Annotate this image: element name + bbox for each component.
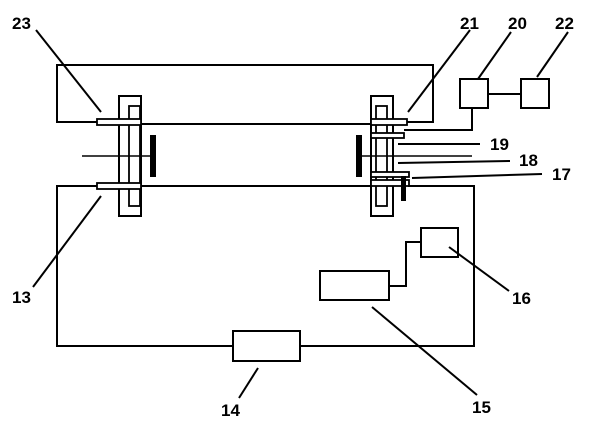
leader-20 <box>477 31 512 80</box>
left-flange <box>82 95 156 217</box>
label-16: 16 <box>512 289 531 308</box>
right-rod-18a <box>370 171 410 178</box>
box-22 <box>520 78 550 109</box>
wire-15-16 <box>389 241 421 287</box>
leader-16 <box>448 246 510 292</box>
leader-21 <box>407 29 471 113</box>
label-18: 18 <box>519 151 538 170</box>
label-19: 19 <box>490 135 509 154</box>
label-21: 21 <box>460 14 479 33</box>
leader-15 <box>371 306 478 396</box>
label-20: 20 <box>508 14 527 33</box>
leader-18 <box>397 160 511 164</box>
wire-20-to-19 <box>404 108 473 131</box>
left-electrode-plate <box>150 135 156 177</box>
leader-13 <box>32 195 102 288</box>
right-rod-18b <box>370 179 410 187</box>
box-14 <box>232 330 301 362</box>
right-flange <box>356 95 472 217</box>
right-rod-19 <box>370 132 405 139</box>
leader-23 <box>35 29 102 113</box>
lower-wire-loop <box>56 185 233 347</box>
label-14: 14 <box>221 401 240 420</box>
leader-17 <box>411 173 543 179</box>
leader-22 <box>536 31 569 78</box>
box-16 <box>420 227 459 258</box>
right-top-rod <box>370 118 408 126</box>
label-22: 22 <box>555 14 574 33</box>
right-probe-17 <box>401 176 406 201</box>
right-electrode-plate <box>356 135 362 177</box>
upper-wire-loop <box>56 64 434 123</box>
left-bottom-rod <box>96 182 142 190</box>
label-23: 23 <box>12 14 31 33</box>
label-15: 15 <box>472 398 491 417</box>
leader-14 <box>238 367 259 399</box>
label-17: 17 <box>552 165 571 184</box>
box-20 <box>459 78 489 109</box>
label-13: 13 <box>12 288 31 307</box>
left-top-rod <box>96 118 142 126</box>
box-15 <box>319 270 390 301</box>
